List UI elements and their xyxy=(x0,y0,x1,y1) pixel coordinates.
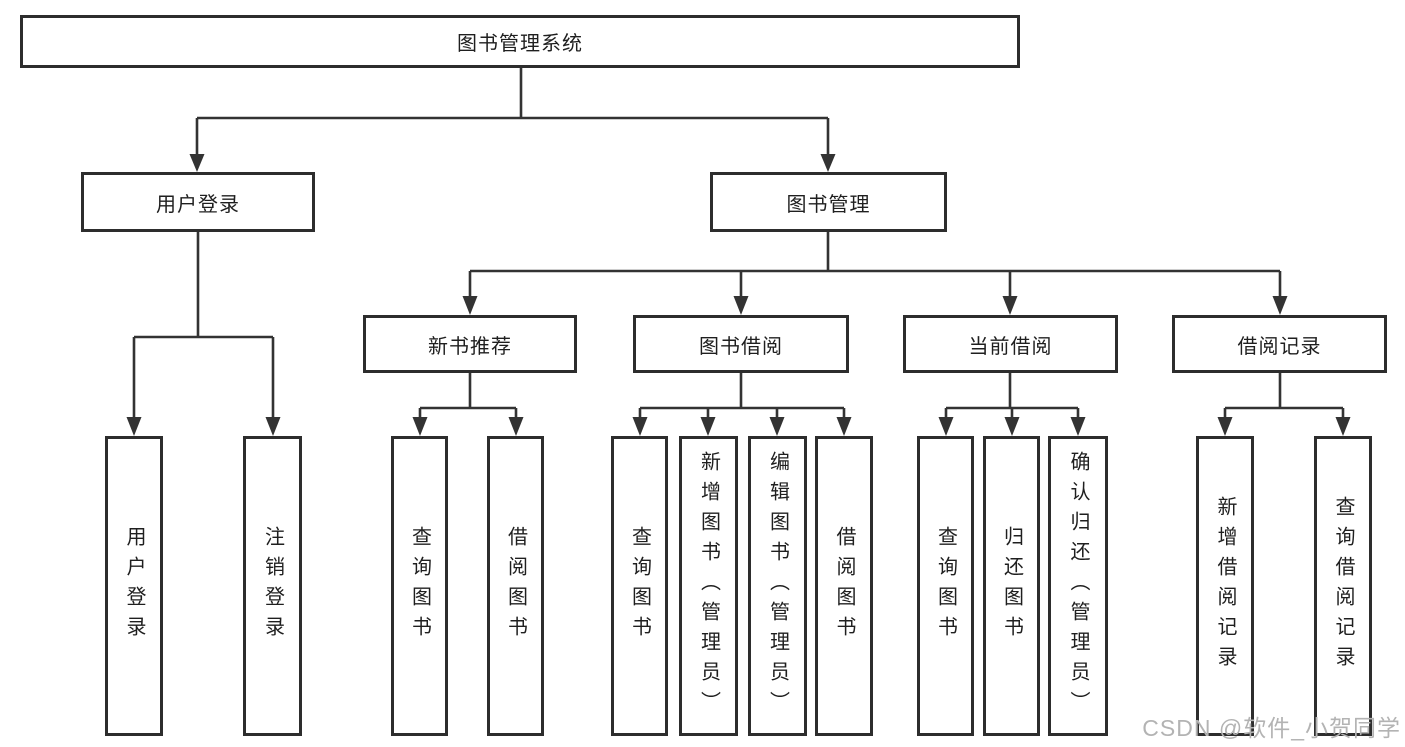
node-user-login: 用户登录 xyxy=(81,172,315,232)
leaf-user-login-label: 用户登录 xyxy=(123,526,145,646)
leaf-add-borrow-record-label: 新增借阅记录 xyxy=(1214,496,1236,676)
leaf-query-books-borrowing: 查询图书 xyxy=(611,436,668,736)
leaf-borrow-books-borrowing: 借阅图书 xyxy=(815,436,873,736)
watermark: CSDN @软件_小贺同学 xyxy=(1142,715,1401,741)
node-system-root: 图书管理系统 xyxy=(20,15,1020,68)
leaf-add-borrow-record: 新增借阅记录 xyxy=(1196,436,1254,736)
leaf-borrow-books-recommend-label: 借阅图书 xyxy=(504,526,527,646)
node-current-borrowing: 当前借阅 xyxy=(903,315,1118,373)
leaf-confirm-return-admin-label: 确认归还（管理员） xyxy=(1067,451,1089,721)
leaf-query-books-borrowing-label: 查询图书 xyxy=(628,526,651,646)
node-new-book-recommendation: 新书推荐 xyxy=(363,315,577,373)
leaf-add-books-admin: 新增图书（管理员） xyxy=(679,436,738,736)
leaf-query-borrow-record-label: 查询借阅记录 xyxy=(1332,496,1354,676)
leaf-borrow-books-recommend: 借阅图书 xyxy=(487,436,544,736)
node-book-borrowing: 图书借阅 xyxy=(633,315,849,373)
leaf-query-books-recommend-label: 查询图书 xyxy=(408,526,431,646)
leaf-query-borrow-record: 查询借阅记录 xyxy=(1314,436,1372,736)
leaf-edit-books-admin: 编辑图书（管理员） xyxy=(748,436,807,736)
leaf-return-books: 归还图书 xyxy=(983,436,1040,736)
leaf-user-login: 用户登录 xyxy=(105,436,163,736)
node-book-management: 图书管理 xyxy=(710,172,947,232)
leaf-borrow-books-borrowing-label: 借阅图书 xyxy=(833,526,855,646)
leaf-return-books-label: 归还图书 xyxy=(1000,526,1023,646)
node-borrowing-records: 借阅记录 xyxy=(1172,315,1387,373)
leaf-edit-books-admin-label: 编辑图书（管理员） xyxy=(766,451,789,721)
leaf-add-books-admin-label: 新增图书（管理员） xyxy=(697,451,720,721)
leaf-query-books-recommend: 查询图书 xyxy=(391,436,448,736)
leaf-logout-label: 注销登录 xyxy=(261,526,284,646)
leaf-query-books-current-label: 查询图书 xyxy=(934,526,957,646)
leaf-query-books-current: 查询图书 xyxy=(917,436,974,736)
leaf-confirm-return-admin: 确认归还（管理员） xyxy=(1048,436,1108,736)
leaf-logout: 注销登录 xyxy=(243,436,302,736)
